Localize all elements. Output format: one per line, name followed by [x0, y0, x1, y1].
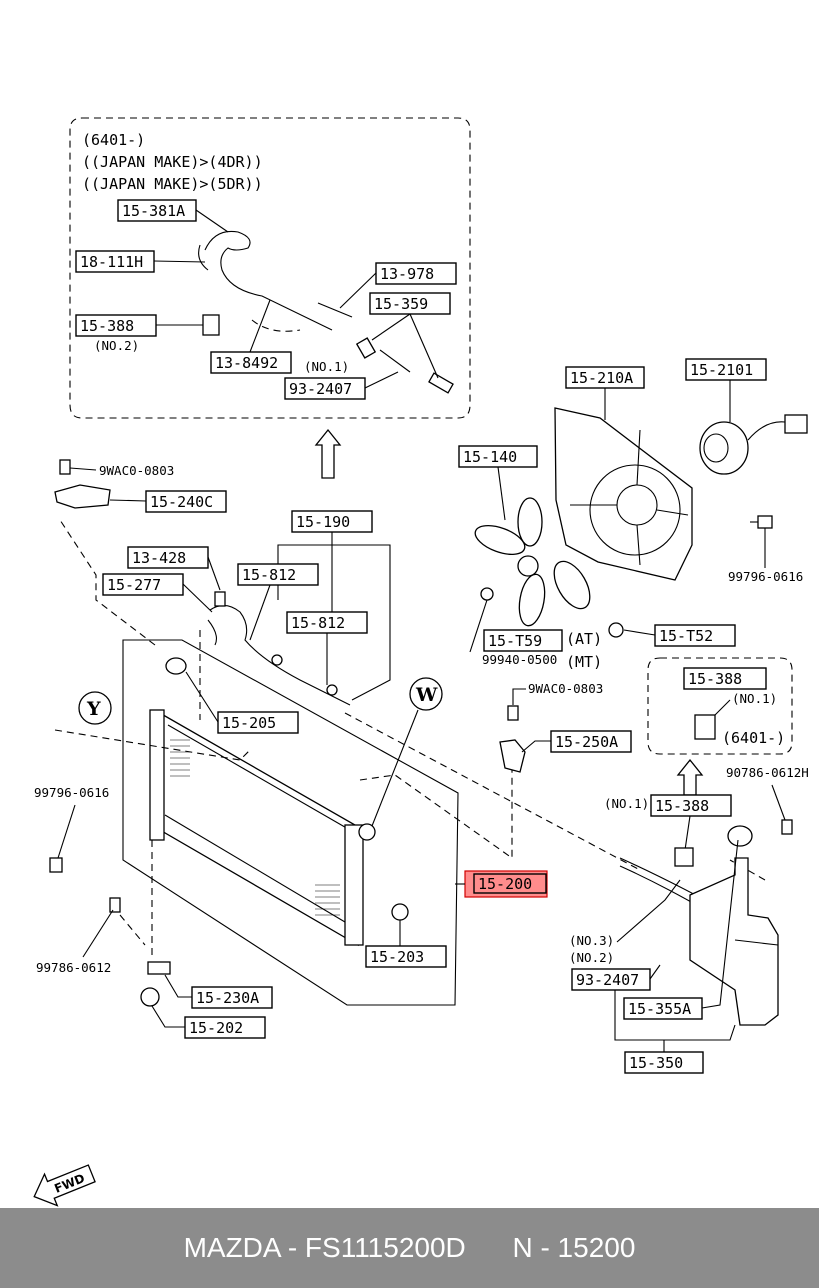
label-99940-0500: 99940-0500 — [482, 652, 557, 667]
bolt-9wac0-drawing — [59, 459, 71, 475]
label-15-190: 15-190 — [296, 513, 350, 531]
up-arrow-right-inset — [676, 758, 704, 796]
top-inset: (6401-) ((JAPAN MAKE)>(4DR)) ((JAPAN MAK… — [69, 117, 471, 419]
radiator-group-outline — [122, 639, 459, 1006]
clip-15-388-main-drawing — [674, 847, 694, 867]
marker-w: W — [415, 684, 438, 706]
label-15-359: 15-359 — [374, 295, 428, 313]
note-no2-main: (NO.2) — [569, 950, 614, 965]
label-15-T52: 15-T52 — [659, 627, 713, 645]
label-15-355A: 15-355A — [628, 1000, 691, 1018]
label-mt: (MT) — [566, 653, 602, 671]
label-99796-0616-left: 99796-0616 — [34, 785, 109, 800]
label-15-210A: 15-210A — [570, 369, 633, 387]
vacuum-hose-drawing — [204, 230, 333, 331]
note-no1-right-inset: (NO.1) — [732, 691, 777, 706]
marker-w-circle — [409, 677, 443, 711]
clip-right-inset-drawing — [694, 714, 716, 740]
motor-connector-drawing — [784, 414, 808, 434]
label-15-203: 15-203 — [370, 948, 424, 966]
clip-15-388-drawing — [202, 314, 220, 336]
radiator-right-tank-drawing — [344, 824, 364, 946]
check-valve-drawing — [428, 372, 454, 394]
label-13-8492: 13-8492 — [215, 354, 278, 372]
label-99796-0616-fan: 99796-0616 — [728, 569, 803, 584]
label-15-205: 15-205 — [222, 714, 276, 732]
label-99786-0612: 99786-0612 — [36, 960, 111, 975]
label-18-111H: 18-111H — [80, 253, 143, 271]
label-15-388-inset: 15-388 — [80, 317, 134, 335]
fan-shroud-drawing — [554, 407, 693, 581]
bracket-15-240C-drawing — [54, 484, 111, 509]
note-no2-inset: (NO.2) — [94, 338, 139, 353]
label-15-350: 15-350 — [629, 1054, 683, 1072]
footer-brand-part-number: MAZDA - FS1115200D — [183, 1232, 466, 1263]
inset-code-line: (6401-) — [82, 131, 145, 149]
marker-y: Y — [86, 698, 101, 720]
note-no3: (NO.3) — [569, 933, 614, 948]
label-15-2101: 15-2101 — [690, 361, 753, 379]
radiator-fin-hatch — [170, 739, 340, 916]
right-inset: 15-388 (NO.1) (6401-) — [647, 657, 793, 755]
hose-assembly — [54, 459, 351, 706]
cap-15-203-drawing — [391, 903, 409, 921]
fan-blade-drawing — [474, 497, 591, 627]
label-9wac0-0803-mid: 9WAC0-0803 — [528, 681, 603, 696]
bracket-15-250A-drawing — [499, 739, 526, 773]
bracket-15-230A-drawing — [147, 961, 171, 975]
label-9wac0-0803-top: 9WAC0-0803 — [99, 463, 174, 478]
reservoir-cap-drawing — [727, 825, 753, 847]
top-inset-border — [69, 117, 471, 419]
label-13-978: 13-978 — [380, 265, 434, 283]
label-13-428: 13-428 — [132, 549, 186, 567]
note-no1-main: (NO.1) — [604, 796, 649, 811]
label-15-812-a: 15-812 — [242, 566, 296, 584]
footer-bar: MAZDA - FS1115200D N - 15200 — [0, 1208, 819, 1288]
reservoir-assembly — [619, 825, 779, 1026]
inset-make-4dr-line: ((JAPAN MAKE)>(4DR)) — [82, 153, 263, 171]
label-15-277: 15-277 — [107, 576, 161, 594]
right-inset-code: (6401-) — [722, 729, 785, 747]
label-15-240C: 15-240C — [150, 493, 213, 511]
label-93-2407-inset: 93-2407 — [289, 380, 352, 398]
footer-diagram-code: N - 15200 — [512, 1232, 636, 1263]
radiator-left-tank-drawing — [149, 709, 165, 841]
radiator-parts-diagram: (6401-) ((JAPAN MAKE)>(4DR)) ((JAPAN MAK… — [33, 117, 809, 1207]
note-no1-inset: (NO.1) — [304, 359, 349, 374]
label-15-812-b: 15-812 — [291, 614, 345, 632]
label-15-388-right-inset: 15-388 — [688, 670, 742, 688]
mount-15-205-drawing — [165, 657, 187, 675]
up-arrow-top-inset — [314, 428, 342, 479]
label-15-202: 15-202 — [189, 1019, 243, 1037]
label-15-250A: 15-250A — [555, 733, 618, 751]
label-93-2407-main: 93-2407 — [576, 971, 639, 989]
connector-drawing — [355, 337, 377, 359]
label-15-140: 15-140 — [463, 448, 517, 466]
label-15-230A: 15-230A — [196, 989, 259, 1007]
label-90786-0612H: 90786-0612H — [726, 765, 809, 780]
label-15-T59: 15-T59 — [488, 632, 542, 650]
label-15-388-main: 15-388 — [655, 797, 709, 815]
fan-assembly — [474, 407, 808, 638]
fan-motor-drawing — [699, 421, 749, 475]
inset-make-5dr-line: ((JAPAN MAKE)>(5DR)) — [82, 175, 263, 193]
marker-y-circle — [78, 691, 112, 725]
radiator-assembly — [49, 639, 459, 1007]
mount-15-202-drawing — [140, 987, 160, 1007]
fwd-arrow: FWD — [33, 1164, 96, 1207]
reservoir-tank-drawing — [689, 857, 779, 1026]
footer-text: MAZDA - FS1115200D N - 15200 — [0, 1208, 819, 1288]
label-15-381A: 15-381A — [122, 202, 185, 220]
label-15-200: 15-200 — [478, 875, 532, 893]
label-at: (AT) — [566, 630, 602, 648]
